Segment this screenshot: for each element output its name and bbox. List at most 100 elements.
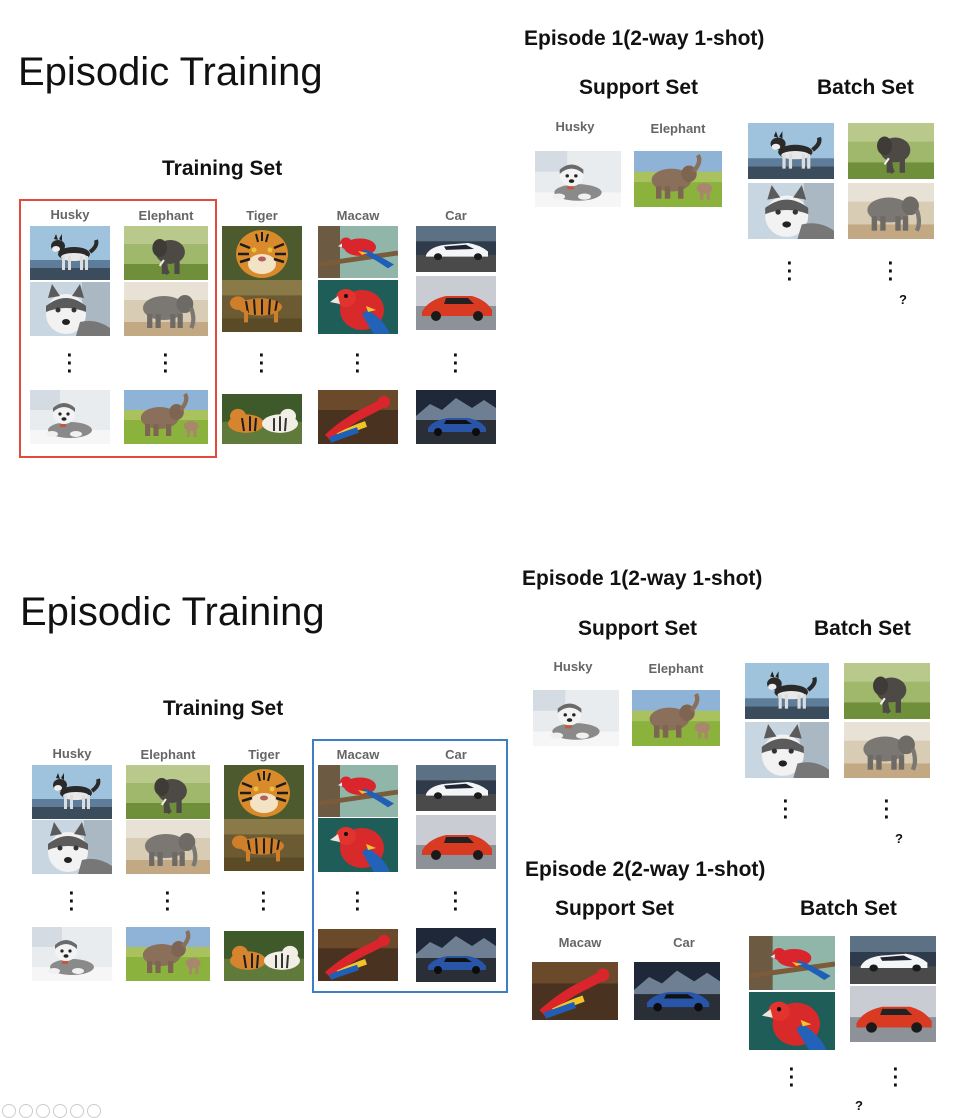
- panel2-col-label-elephant: Elephant: [140, 747, 196, 762]
- car-photo: [416, 815, 496, 869]
- vertical-ellipsis-icon: ···: [786, 253, 794, 291]
- elephant-photo: [124, 282, 208, 336]
- panel2-episode1-batch-label: Batch Set: [814, 617, 911, 640]
- more-options-icon[interactable]: [87, 1104, 101, 1118]
- panel1-training-set-label: Training Set: [162, 157, 283, 180]
- car-photo: [416, 390, 496, 444]
- elephant-photo: [124, 226, 208, 280]
- vertical-ellipsis-icon: ···: [782, 791, 790, 829]
- panel2-col-label-husky: Husky: [52, 746, 92, 761]
- car-photo: [416, 276, 496, 330]
- husky-photo: [745, 722, 829, 778]
- husky-photo: [748, 183, 834, 239]
- elephant-photo: [632, 690, 720, 746]
- vertical-ellipsis-icon: ···: [887, 253, 895, 291]
- tiger-photo: [224, 931, 304, 981]
- car-photo: [416, 928, 496, 982]
- husky-photo: [32, 765, 112, 819]
- pen-icon[interactable]: [36, 1104, 50, 1118]
- slides-grid-icon[interactable]: [53, 1104, 67, 1118]
- macaw-photo: [318, 765, 398, 817]
- vertical-ellipsis-icon: ···: [354, 345, 362, 383]
- vertical-ellipsis-icon: ···: [452, 883, 460, 921]
- elephant-photo: [126, 820, 210, 874]
- car-photo: [850, 936, 936, 984]
- panel2-ep2-support-col-car: Car: [673, 935, 695, 950]
- panel1-col-label-car: Car: [445, 208, 467, 223]
- macaw-photo: [318, 226, 398, 278]
- elephant-photo: [848, 183, 934, 239]
- panel1-title: Episodic Training: [18, 50, 323, 94]
- panel1-episode1-support-label: Support Set: [579, 76, 698, 99]
- tiger-photo: [222, 280, 302, 332]
- panel2-col-label-macaw: Macaw: [336, 747, 380, 762]
- car-photo: [634, 962, 720, 1020]
- panel2-selected-classes-frame: [312, 739, 508, 993]
- panel1-selected-classes-frame: [19, 199, 217, 458]
- macaw-photo: [749, 936, 835, 990]
- panel2-episode1-support-label: Support Set: [578, 617, 697, 640]
- husky-photo: [533, 690, 619, 746]
- macaw-photo: [318, 929, 398, 981]
- husky-photo: [30, 226, 110, 280]
- car-photo: [416, 226, 496, 272]
- vertical-ellipsis-icon: ···: [260, 883, 268, 921]
- panel2-episode2-support-label: Support Set: [555, 897, 674, 920]
- panel2-ep1-support-col-elephant: Elephant: [648, 661, 704, 676]
- husky-photo: [30, 390, 110, 444]
- tiger-photo: [224, 819, 304, 871]
- panel2-col-label-tiger: Tiger: [248, 747, 280, 762]
- elephant-photo: [848, 123, 934, 179]
- vertical-ellipsis-icon: ···: [883, 791, 891, 829]
- panel2-title: Episodic Training: [20, 590, 325, 634]
- panel2-ep1-support-col-husky: Husky: [553, 659, 593, 674]
- zoom-icon[interactable]: [70, 1104, 84, 1118]
- panel2-col-label-car: Car: [445, 747, 467, 762]
- panel1-col-label-macaw: Macaw: [336, 208, 380, 223]
- husky-photo: [32, 820, 112, 874]
- macaw-photo: [318, 818, 398, 872]
- vertical-ellipsis-icon: ···: [452, 345, 460, 383]
- panel2-episode2-title: Episode 2(2-way 1-shot): [525, 858, 766, 881]
- panel2-ep2-query-mark: ?: [855, 1098, 863, 1113]
- elephant-photo: [844, 722, 930, 778]
- next-slide-icon[interactable]: [19, 1104, 33, 1118]
- vertical-ellipsis-icon: ···: [354, 883, 362, 921]
- panel2-episode1-title: Episode 1(2-way 1-shot): [522, 567, 763, 590]
- vertical-ellipsis-icon: ···: [68, 883, 76, 921]
- macaw-photo: [749, 992, 835, 1050]
- elephant-photo: [844, 663, 930, 719]
- husky-photo: [748, 123, 834, 179]
- panel2-episode2-batch-label: Batch Set: [800, 897, 897, 920]
- tiger-photo: [224, 765, 304, 819]
- husky-photo: [32, 927, 112, 981]
- panel1-episode1-batch-label: Batch Set: [817, 76, 914, 99]
- panel1-query-mark: ?: [899, 292, 907, 307]
- elephant-photo: [126, 765, 210, 819]
- elephant-photo: [124, 390, 208, 444]
- macaw-photo: [318, 280, 398, 334]
- tiger-photo: [222, 394, 302, 444]
- slide-controls: [2, 1104, 101, 1118]
- elephant-photo: [126, 927, 210, 981]
- macaw-photo: [318, 390, 398, 444]
- macaw-photo: [532, 962, 618, 1020]
- panel2-ep1-query-mark: ?: [895, 831, 903, 846]
- panel1-col-label-husky: Husky: [50, 207, 90, 222]
- husky-photo: [745, 663, 829, 719]
- vertical-ellipsis-icon: ···: [66, 345, 74, 383]
- prev-slide-icon[interactable]: [2, 1104, 16, 1118]
- vertical-ellipsis-icon: ···: [258, 345, 266, 383]
- panel1-ep1-support-col-elephant: Elephant: [650, 121, 706, 136]
- panel2-training-set-label: Training Set: [163, 697, 284, 720]
- panel1-col-label-tiger: Tiger: [246, 208, 278, 223]
- elephant-photo: [634, 151, 722, 207]
- car-photo: [850, 986, 936, 1042]
- panel1-col-label-elephant: Elephant: [138, 208, 194, 223]
- husky-photo: [535, 151, 621, 207]
- panel2-ep2-support-col-macaw: Macaw: [558, 935, 602, 950]
- vertical-ellipsis-icon: ···: [164, 883, 172, 921]
- vertical-ellipsis-icon: ···: [892, 1059, 900, 1097]
- tiger-photo: [222, 226, 302, 280]
- panel1-episode1-title: Episode 1(2-way 1-shot): [524, 27, 765, 50]
